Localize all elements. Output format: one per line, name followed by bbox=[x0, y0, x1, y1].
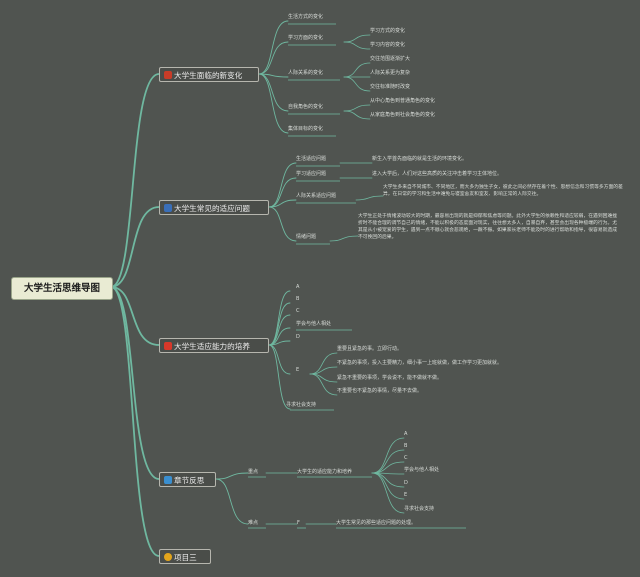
connector bbox=[258, 73, 289, 78]
node-t3-social-support[interactable]: 寻求社会支持 bbox=[286, 402, 317, 408]
topic-chapter-reflection[interactable]: 章节反思 bbox=[159, 472, 216, 487]
node-difficulty-f[interactable]: F bbox=[297, 520, 300, 526]
connector bbox=[371, 461, 405, 474]
connector bbox=[215, 472, 249, 480]
connector bbox=[268, 344, 291, 375]
connector bbox=[309, 352, 338, 375]
connector bbox=[258, 41, 289, 75]
connector bbox=[268, 177, 297, 208]
connector bbox=[309, 373, 338, 383]
node-t4-social-support[interactable]: 寻求社会支持 bbox=[404, 506, 435, 512]
connector bbox=[268, 199, 297, 208]
connector bbox=[343, 76, 371, 92]
node-emotion-problem-desc: 大学生正处于情绪波动较大的时期，最容易出现的就是抑郁和焦虑等问题。此外大学生的依… bbox=[358, 214, 618, 240]
node-important-not-urgent: 不紧急的事项，投入主要精力，细小事一上班就做，做工作学习更加就就。 bbox=[337, 360, 503, 366]
connector bbox=[371, 472, 405, 500]
node-t4-d[interactable]: D bbox=[404, 480, 408, 486]
node-emotion-problem[interactable]: 情绪问题 bbox=[296, 234, 317, 240]
chart-icon bbox=[164, 204, 172, 212]
connector bbox=[268, 162, 297, 208]
root-node[interactable]: 大学生活思维导图 bbox=[11, 277, 113, 300]
node-relations-complex[interactable]: 人际关系更为复杂 bbox=[370, 70, 411, 76]
node-t3-e[interactable]: E bbox=[296, 367, 300, 373]
node-t4-e[interactable]: E bbox=[404, 492, 408, 498]
node-study-method-change[interactable]: 学习方式的变化 bbox=[370, 28, 406, 34]
node-study-adaptation[interactable]: 学习适应问题 bbox=[296, 171, 327, 177]
node-study-content-change[interactable]: 学习内容的变化 bbox=[370, 42, 406, 48]
connector bbox=[371, 472, 405, 514]
connector bbox=[329, 235, 359, 242]
connector bbox=[343, 41, 371, 50]
node-t3-b[interactable]: B bbox=[296, 296, 300, 302]
node-life-adaptation[interactable]: 生活适应问题 bbox=[296, 156, 327, 162]
node-difficulty[interactable]: 难点 bbox=[248, 520, 259, 526]
node-t4-b[interactable]: B bbox=[404, 443, 408, 449]
connector bbox=[355, 195, 384, 201]
connector bbox=[309, 373, 338, 396]
book-icon bbox=[164, 476, 172, 484]
root-link-3 bbox=[110, 286, 160, 346]
connector bbox=[268, 314, 291, 346]
node-relationship-change[interactable]: 人际关系的变化 bbox=[288, 70, 324, 76]
award-icon bbox=[164, 553, 172, 561]
node-t3-a[interactable]: A bbox=[296, 284, 300, 290]
node-relationship-adaptation-desc: 大学生多来自不同城市、不同地区，而大多为独生子女，彼此之间必然存在着个性、思想信… bbox=[383, 185, 623, 197]
root-link-1 bbox=[110, 73, 160, 288]
node-key-point-topic[interactable]: 大学生的适应能力和培养 bbox=[297, 469, 353, 475]
node-t3-get-along[interactable]: 学会与他人相处 bbox=[296, 321, 332, 327]
node-relationship-adaptation[interactable]: 人际关系适应问题 bbox=[296, 193, 337, 199]
node-urgent-important: 重要且紧急的事。立即行动。 bbox=[337, 346, 403, 352]
connector bbox=[215, 478, 249, 525]
connector bbox=[258, 73, 289, 134]
connector bbox=[371, 437, 405, 474]
connector bbox=[268, 290, 291, 346]
node-t3-c[interactable]: C bbox=[296, 308, 300, 314]
node-t4-c[interactable]: C bbox=[404, 455, 408, 461]
connector bbox=[343, 62, 371, 78]
node-key-point[interactable]: 重点 bbox=[248, 469, 259, 475]
topic-project-three[interactable]: 项目三 bbox=[159, 549, 211, 564]
connector bbox=[343, 34, 371, 43]
node-difficulty-desc: 大学生常见的那些适应问题的处理。 bbox=[336, 520, 417, 526]
node-study-change[interactable]: 学习方面的变化 bbox=[288, 35, 324, 41]
connector bbox=[343, 110, 371, 120]
connector bbox=[258, 73, 289, 112]
red-square-icon bbox=[164, 342, 172, 350]
flag-icon bbox=[164, 71, 172, 79]
root-link-2 bbox=[110, 206, 160, 288]
node-t4-get-along[interactable]: 学会与他人相处 bbox=[404, 467, 440, 473]
connector bbox=[343, 104, 371, 112]
node-standards-changing[interactable]: 交往标准随时改变 bbox=[370, 84, 411, 90]
node-lifestyle-change[interactable]: 生活方式的变化 bbox=[288, 14, 324, 20]
connector bbox=[268, 344, 291, 410]
connector bbox=[268, 206, 297, 242]
node-group-goal-change[interactable]: 集体目标的变化 bbox=[288, 126, 324, 132]
root-link-4 bbox=[110, 286, 160, 480]
node-family-to-social-role[interactable]: 从家庭角色到社会角色的变化 bbox=[370, 112, 436, 118]
node-t3-d[interactable]: D bbox=[296, 334, 300, 340]
node-t4-a[interactable]: A bbox=[404, 431, 408, 437]
connector bbox=[371, 449, 405, 474]
node-circle-expanding[interactable]: 交往范围逐渐扩大 bbox=[370, 56, 411, 62]
node-study-adaptation-desc: 进入大学后，人们对这些高质的关注冲击着学习主体地位。 bbox=[372, 171, 503, 177]
node-role-change[interactable]: 自我角色的变化 bbox=[288, 104, 324, 110]
node-urgent-not-important: 紧急不重要的事项，学会说不，能不做就不做。 bbox=[337, 375, 443, 381]
topic-adaptation-problems[interactable]: 大学生常见的适应问题 bbox=[159, 200, 269, 215]
topic-new-changes[interactable]: 大学生面临的新变化 bbox=[159, 67, 259, 82]
connector bbox=[268, 340, 291, 346]
connector bbox=[258, 20, 289, 75]
node-center-to-normal-role[interactable]: 从中心角色到普通角色的变化 bbox=[370, 98, 436, 104]
node-neither: 不重要也不紧急的事情，尽量不去做。 bbox=[337, 388, 423, 394]
connector bbox=[371, 472, 405, 488]
root-link-5 bbox=[110, 286, 160, 557]
connector bbox=[268, 302, 291, 346]
node-life-adaptation-desc: 新生入学首先面临的就是生活的环境变化。 bbox=[372, 156, 468, 162]
topic-adaptability-training[interactable]: 大学生适应能力的培养 bbox=[159, 338, 269, 353]
